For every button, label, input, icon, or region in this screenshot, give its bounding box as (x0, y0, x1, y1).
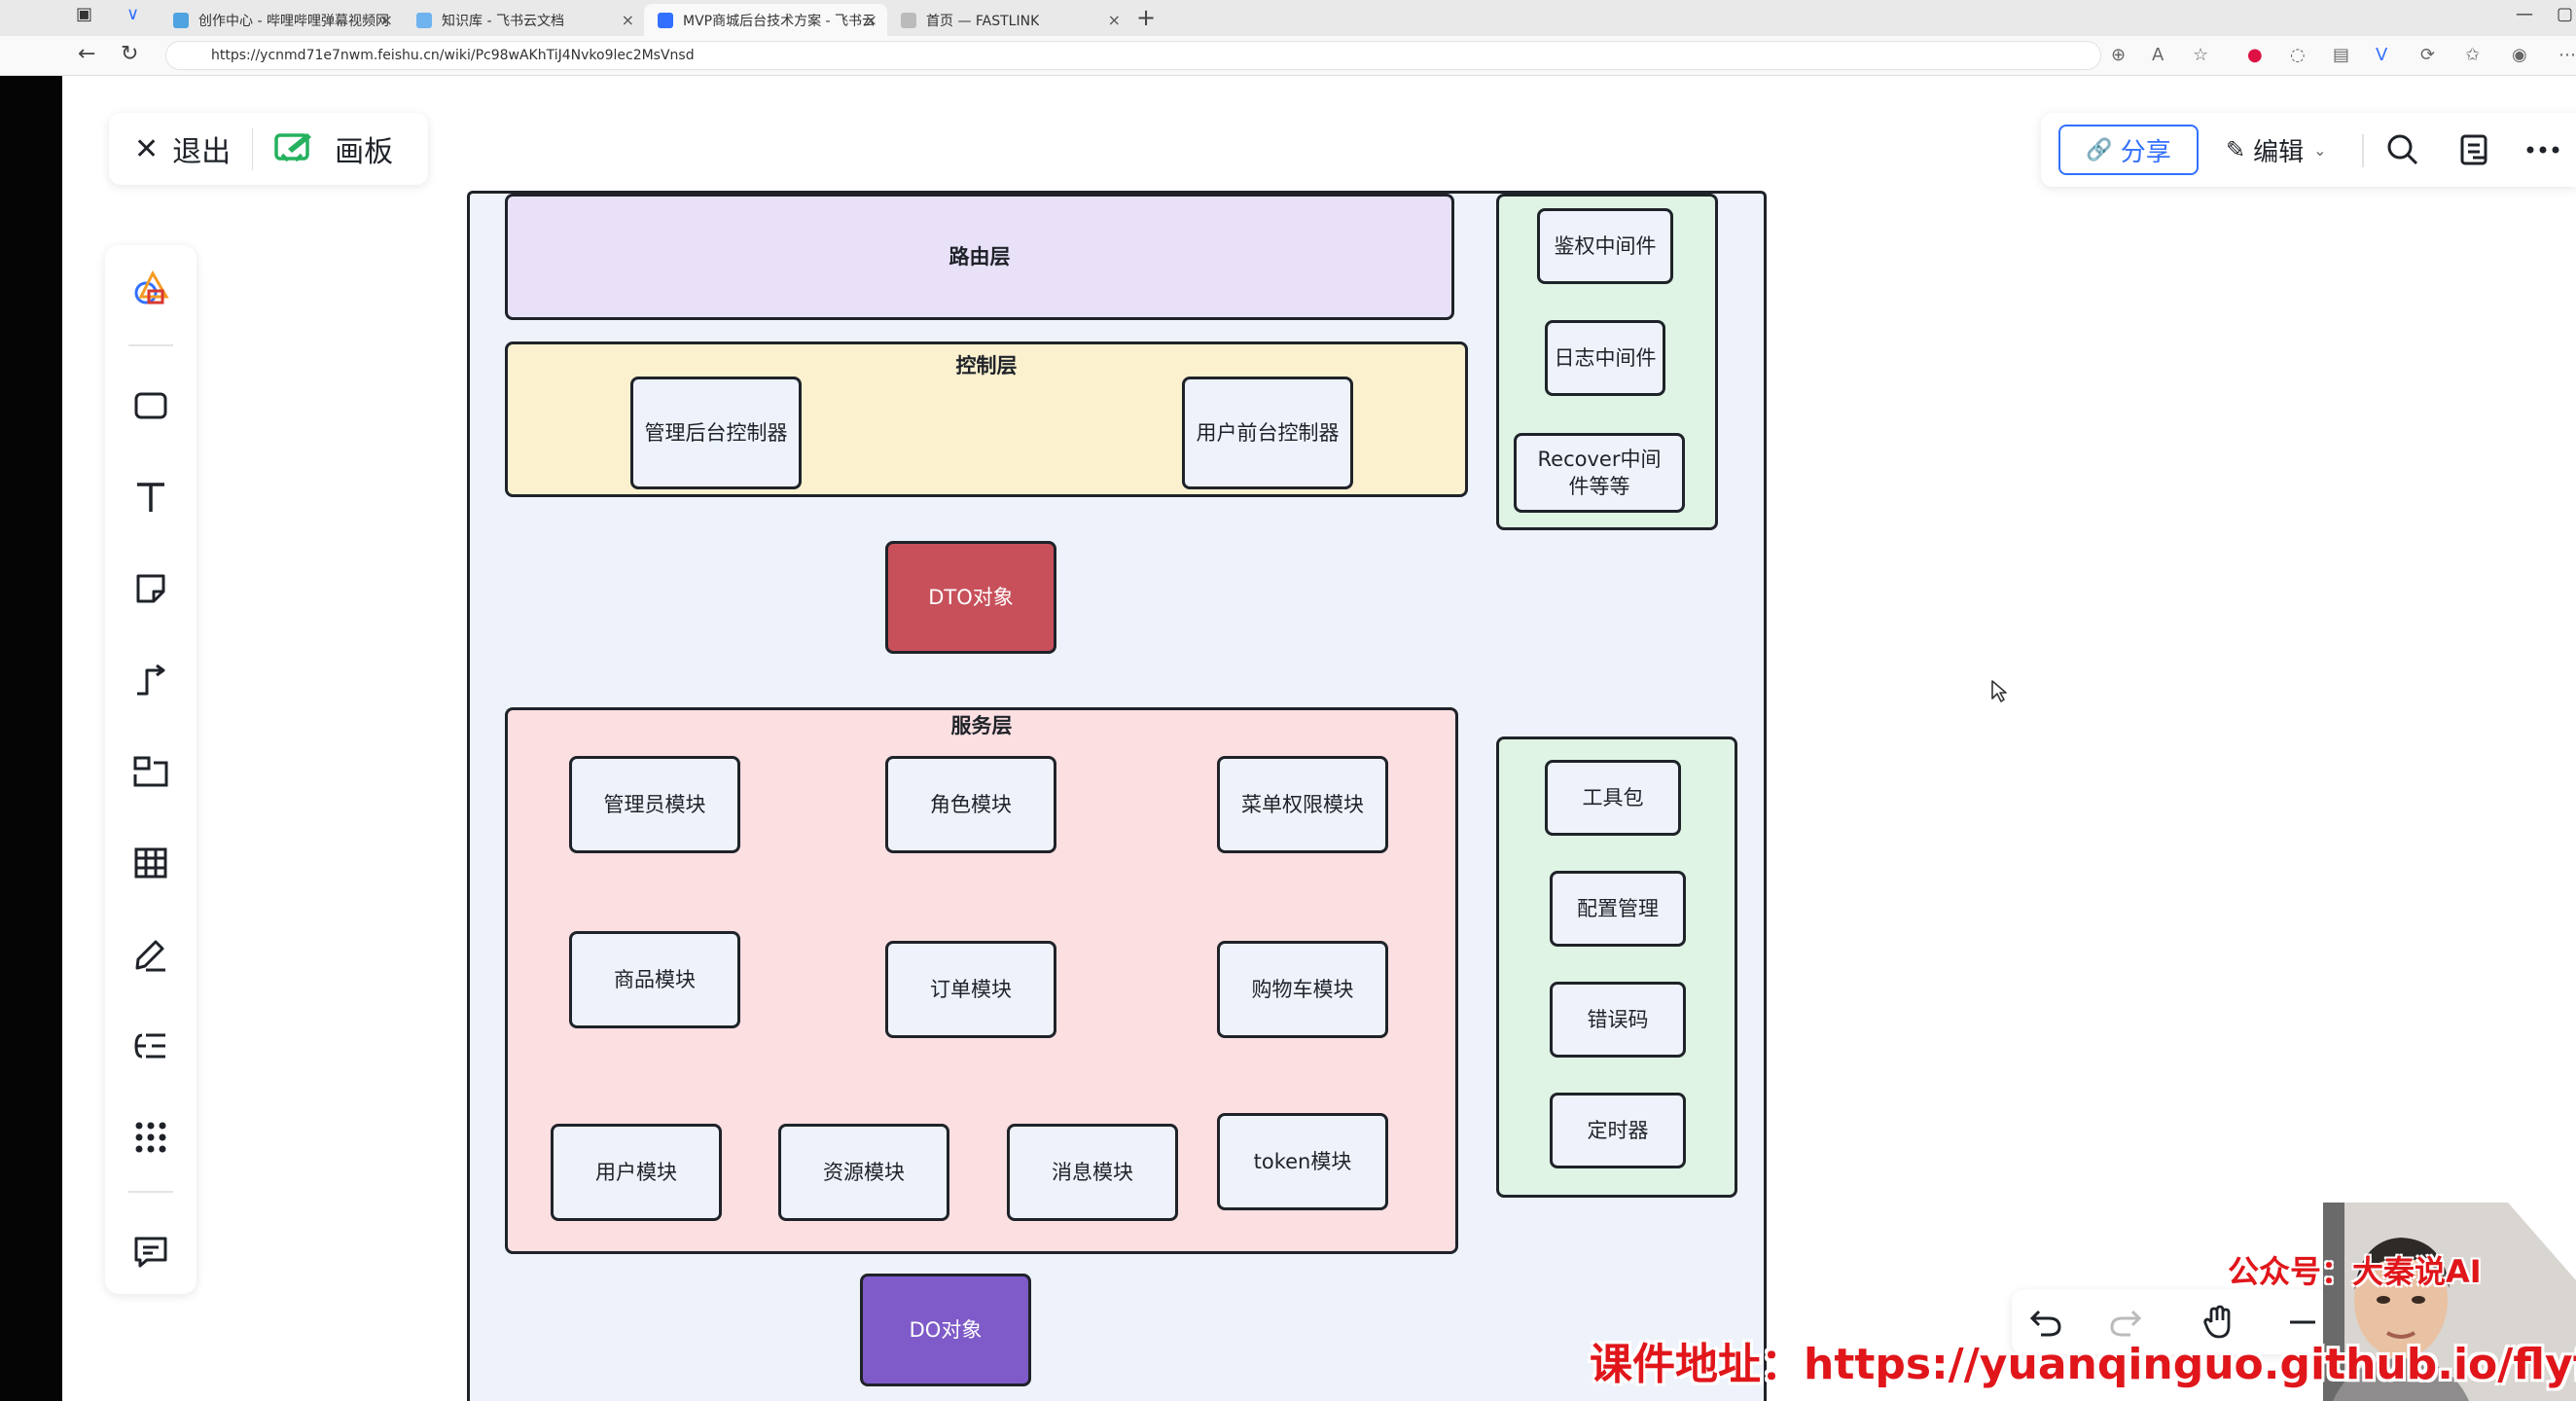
feishu-doc-icon (658, 12, 673, 28)
outline-icon[interactable] (2453, 128, 2496, 171)
redo-icon[interactable] (2103, 1300, 2148, 1345)
left-black-margin (0, 76, 62, 1401)
board-title: 画板 (253, 127, 393, 170)
close-icon[interactable]: × (621, 11, 634, 29)
chevron-down-icon: ⌄ (2313, 140, 2327, 160)
tab-bar: ▣ ∨ 创作中心 - 哔哩哔哩弹幕视频网 - × 知识库 - 飞书云文档 × M… (0, 0, 2576, 36)
service-module-role[interactable]: 角色模块 (885, 756, 1056, 853)
divider (252, 127, 254, 170)
service-module-admin[interactable]: 管理员模块 (569, 756, 740, 853)
favorite-star-icon[interactable]: ☆ (2193, 45, 2209, 65)
sticky-note-icon[interactable] (126, 564, 175, 613)
board-header: ✕ 退出 画板 (109, 113, 428, 185)
bilibili-icon (173, 12, 189, 28)
admin-controller-node[interactable]: 管理后台控制器 (630, 377, 802, 489)
architecture-diagram-frame[interactable]: 路由层 控制层 管理后台控制器 用户前台控制器 DTO对象 服务层 管理员模块 … (467, 191, 1767, 1401)
share-button[interactable]: 🔗 分享 (2058, 125, 2199, 175)
page-icon (901, 12, 916, 28)
config-management-node[interactable]: 配置管理 (1550, 871, 1686, 947)
service-module-token[interactable]: token模块 (1217, 1113, 1388, 1210)
account-watermark: 公众号：大秦说AI (2228, 1253, 2482, 1290)
tab-bilibili[interactable]: 创作中心 - 哔哩哔哩弹幕视频网 - × (160, 4, 403, 36)
extension-v-icon[interactable]: V (2376, 45, 2388, 65)
exit-button[interactable]: ✕ 退出 (134, 131, 232, 170)
presenter-avatar-icon (2323, 1203, 2576, 1401)
service-module-product[interactable]: 商品模块 (569, 931, 740, 1028)
tab-fastlink[interactable]: 首页 — FASTLINK × (887, 4, 1130, 36)
service-module-menu-permission[interactable]: 菜单权限模块 (1217, 756, 1388, 853)
tab-knowledge-base[interactable]: 知识库 - 飞书云文档 × (403, 4, 644, 36)
tab-mvp-doc[interactable]: MVP商城后台技术方案 - 飞书云文 × (644, 4, 887, 36)
zoom-out-icon[interactable] (2280, 1300, 2325, 1345)
auth-middleware-node[interactable]: 鉴权中间件 (1537, 208, 1673, 284)
service-module-message[interactable]: 消息模块 (1007, 1124, 1178, 1221)
shape-library-icon[interactable] (126, 265, 175, 313)
frame-icon[interactable] (126, 747, 175, 796)
feishu-icon (416, 12, 432, 28)
routing-layer[interactable]: 路由层 (505, 194, 1454, 320)
address-bar: ← ↻ 🔒 https://ycnmd71e7nwm.feishu.cn/wik… (0, 36, 2576, 76)
course-url-watermark: 课件地址：https://yuanqinguo.github.io/flyfei… (1590, 1340, 2576, 1389)
dto-node[interactable]: DTO对象 (885, 541, 1056, 654)
extension-chat-icon[interactable]: ◌ (2290, 45, 2306, 65)
maximize-icon[interactable]: ▢ (2557, 4, 2574, 24)
close-icon[interactable]: × (864, 11, 877, 29)
rectangle-icon[interactable] (126, 381, 175, 430)
error-code-node[interactable]: 错误码 (1550, 982, 1686, 1058)
zoom-icon[interactable]: ⊕ (2111, 45, 2127, 65)
timer-node[interactable]: 定时器 (1550, 1093, 1686, 1168)
close-icon[interactable]: × (1107, 11, 1121, 29)
extension-icon[interactable]: ● (2247, 45, 2263, 65)
service-module-order[interactable]: 订单模块 (885, 941, 1056, 1038)
more-icon[interactable]: ⋯ (2558, 45, 2576, 65)
url-field[interactable]: https://ycnmd71e7nwm.feishu.cn/wiki/Pc98… (165, 41, 2101, 70)
more-icon[interactable] (2522, 128, 2564, 171)
mouse-cursor-icon (1991, 680, 2007, 702)
connector-icon[interactable] (126, 656, 175, 704)
profile-icon[interactable]: ◉ (2512, 45, 2527, 65)
extension-save-icon[interactable]: ▤ (2333, 45, 2350, 65)
pinned-tab-icon[interactable]: ∨ (126, 4, 140, 24)
new-tab-icon[interactable]: + (1136, 4, 1157, 31)
pencil-icon: ✎ (2226, 136, 2246, 163)
service-module-resource[interactable]: 资源模块 (778, 1124, 949, 1221)
link-icon: 🔗 (2086, 137, 2113, 162)
more-tools-icon[interactable] (126, 1113, 175, 1162)
hand-pan-icon[interactable] (2197, 1300, 2241, 1345)
toolkit-node[interactable]: 工具包 (1545, 760, 1681, 836)
reload-icon[interactable]: ↻ (121, 42, 139, 66)
divider (2362, 134, 2364, 167)
comment-icon[interactable] (126, 1228, 175, 1276)
favorites-icon[interactable]: ✩ (2465, 45, 2481, 65)
service-module-user[interactable]: 用户模块 (551, 1124, 722, 1221)
log-middleware-node[interactable]: 日志中间件 (1545, 320, 1665, 396)
divider (128, 1191, 173, 1193)
presenter-webcam (2323, 1203, 2576, 1401)
sync-icon[interactable]: ⟳ (2420, 45, 2436, 65)
undo-icon[interactable] (2023, 1300, 2068, 1345)
table-icon[interactable] (126, 839, 175, 887)
minimize-icon[interactable]: — (2516, 4, 2533, 24)
search-icon[interactable] (2381, 128, 2424, 171)
back-icon[interactable]: ← (78, 42, 96, 66)
close-icon: ✕ (134, 131, 160, 166)
text-icon[interactable] (126, 473, 175, 521)
service-module-cart[interactable]: 购物车模块 (1217, 941, 1388, 1038)
board-actions: 🔗 分享 ✎ 编辑 ⌄ (2041, 113, 2576, 187)
pen-icon[interactable] (126, 930, 175, 979)
close-icon[interactable]: × (379, 11, 393, 29)
whiteboard-icon (274, 133, 312, 162)
tab-actions-icon[interactable]: ▣ (76, 4, 93, 24)
read-aloud-icon[interactable]: A (2152, 45, 2165, 65)
mindmap-icon[interactable] (126, 1022, 175, 1070)
edit-mode-button[interactable]: ✎ 编辑 ⌄ (2226, 136, 2327, 167)
user-controller-node[interactable]: 用户前台控制器 (1182, 377, 1353, 489)
do-node[interactable]: DO对象 (860, 1274, 1031, 1386)
divider (128, 344, 173, 346)
browser-chrome: ▣ ∨ 创作中心 - 哔哩哔哩弹幕视频网 - × 知识库 - 飞书云文档 × M… (0, 0, 2576, 76)
recover-middleware-node[interactable]: Recover中间件等等 (1514, 433, 1685, 513)
tool-palette (105, 245, 197, 1294)
